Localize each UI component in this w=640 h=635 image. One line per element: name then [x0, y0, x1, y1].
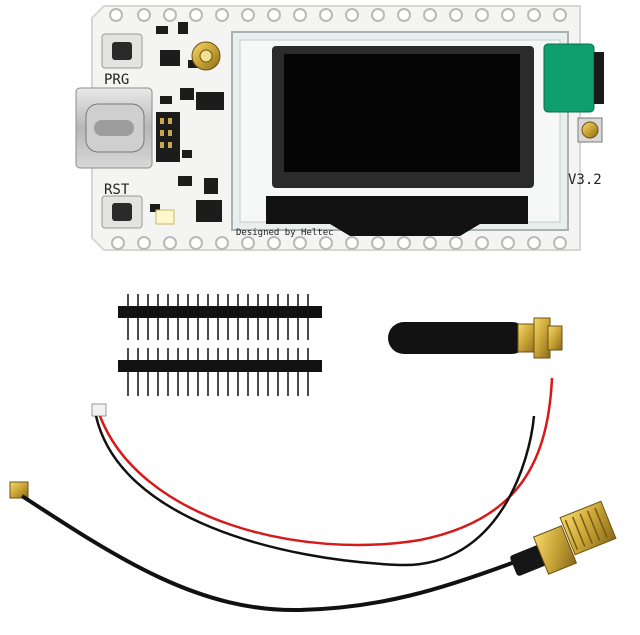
ipex-sma-cable [9, 481, 617, 613]
pin-header-bottom [118, 348, 322, 396]
battery-cable [91, 377, 554, 567]
version-label: V3.2 [568, 172, 602, 188]
resistor-array [160, 118, 172, 148]
pin-header-top [118, 294, 322, 340]
ceramic-antenna [543, 43, 604, 113]
antenna-pad [191, 41, 221, 71]
ipex-connector [577, 117, 603, 143]
dev-board: PRG RST [75, 5, 604, 251]
silkscreen-text: Designed by Heltec [236, 228, 334, 238]
rst-button [101, 195, 143, 229]
prg-label: PRG [104, 72, 129, 88]
antenna [388, 317, 563, 359]
jst-plug [91, 403, 107, 417]
usb-c-connector [75, 87, 153, 169]
oled-screen [284, 54, 520, 172]
rst-label: RST [104, 182, 130, 198]
bottom-pin-holes [111, 236, 567, 250]
top-pin-holes [109, 8, 567, 22]
led [155, 209, 175, 225]
oled-display [231, 31, 569, 236]
prg-button [101, 33, 143, 69]
